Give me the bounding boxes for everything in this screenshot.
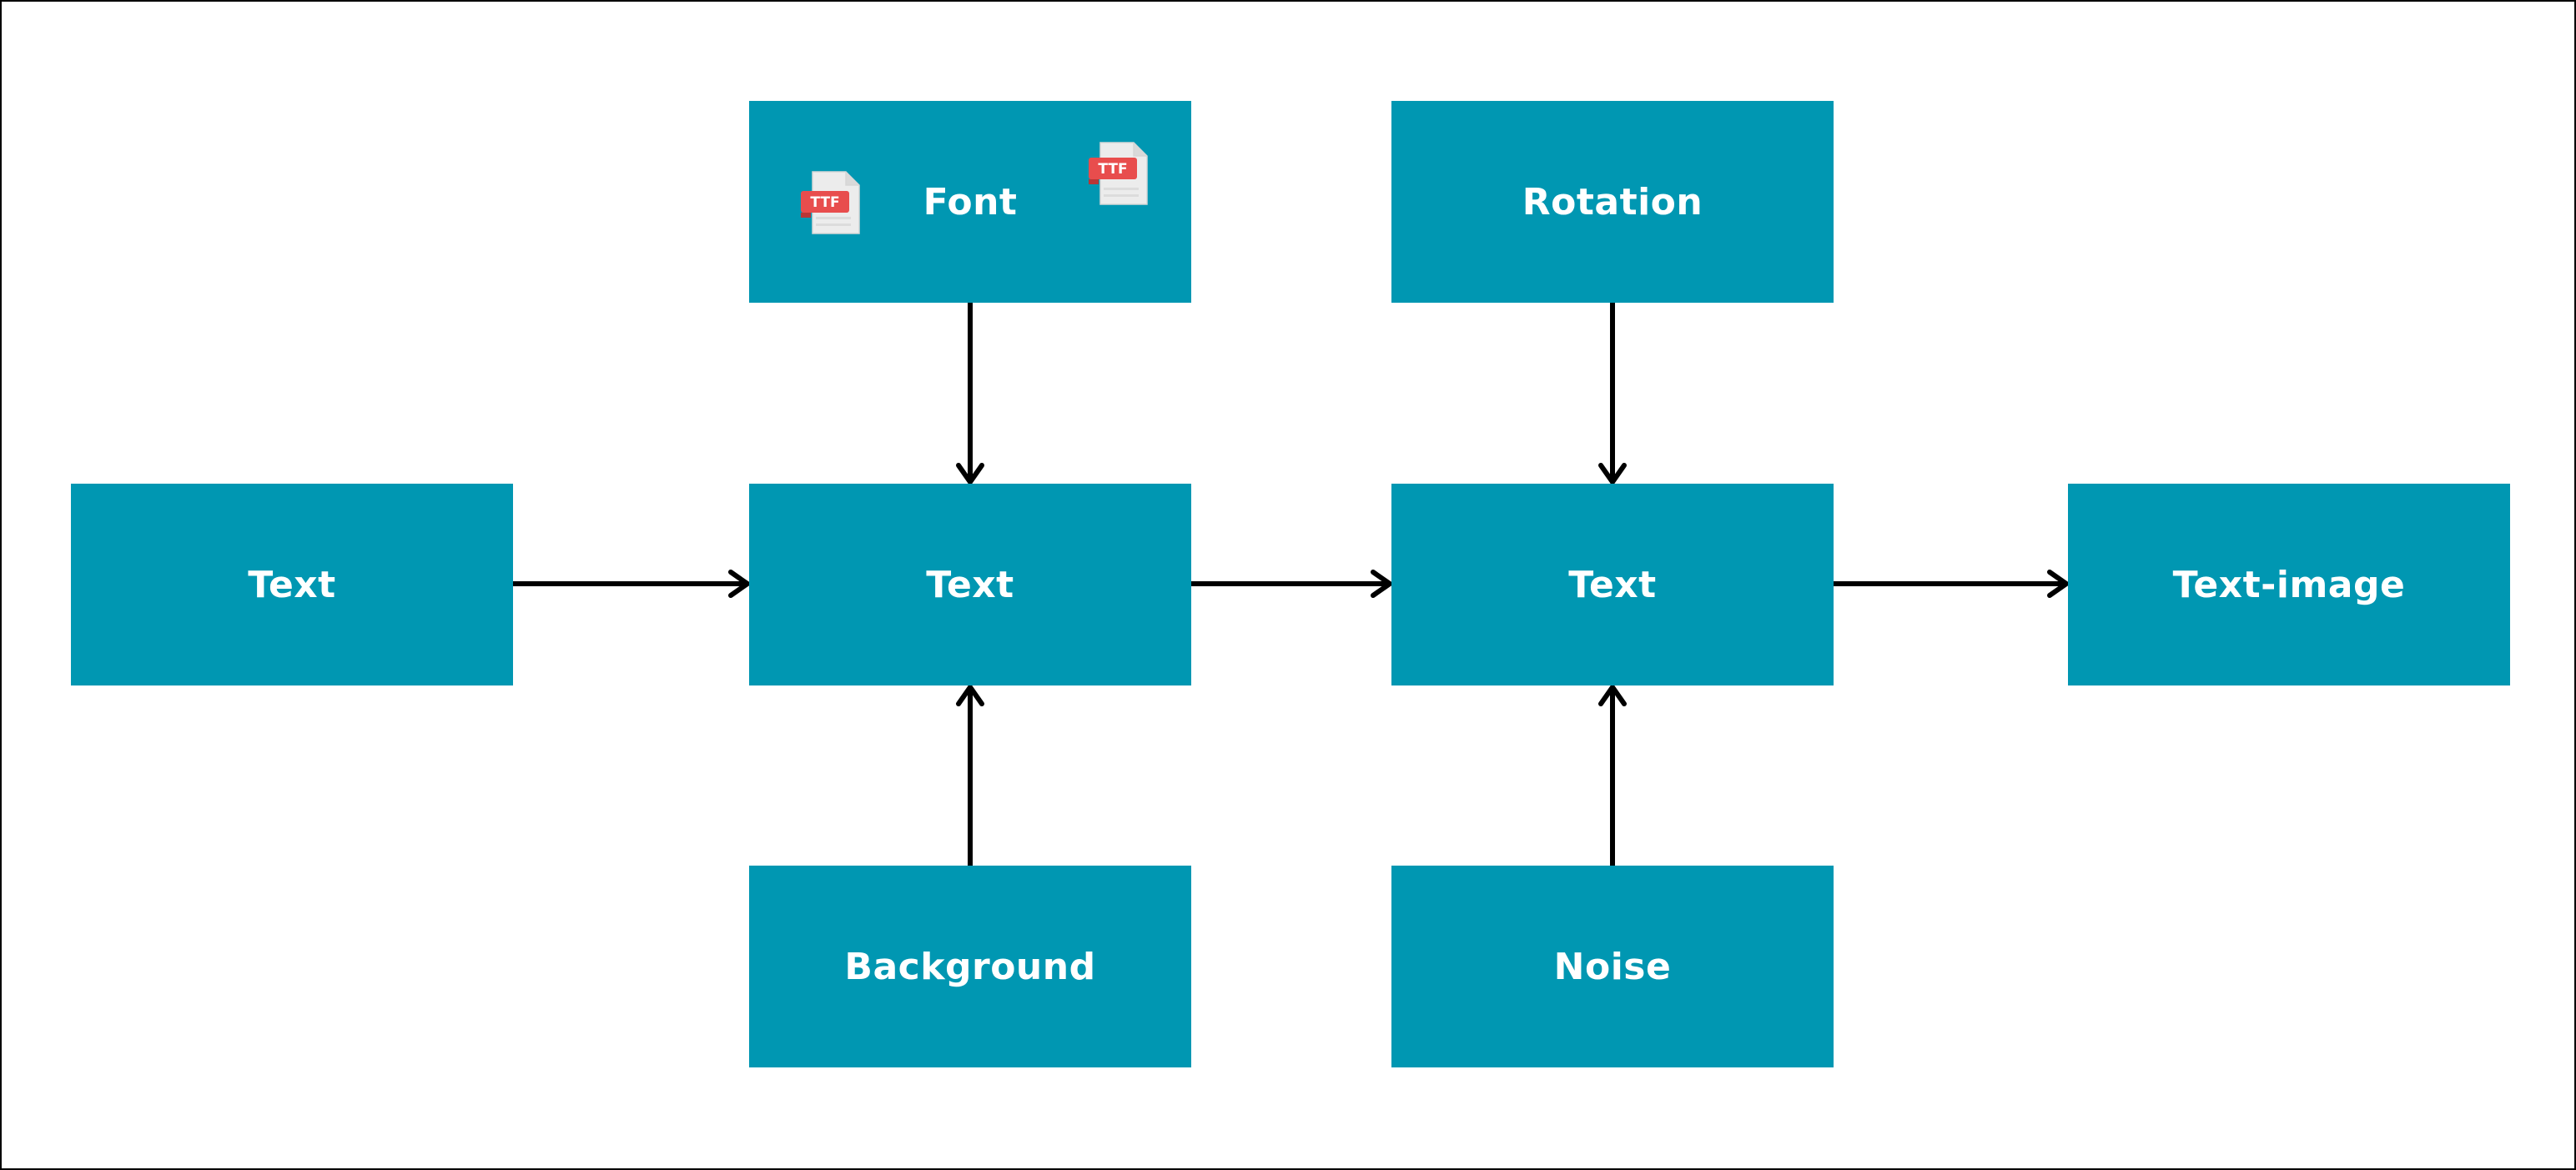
node-label: Text-image (2172, 563, 2406, 606)
node-text-image: Text-image (2068, 484, 2510, 685)
ttf-badge-text: TTF (1098, 161, 1127, 178)
ttf-file-icon: TTF (1089, 142, 1148, 205)
ttf-badge-text: TTF (810, 194, 839, 211)
node-text-rendered: Text (749, 484, 1191, 685)
node-background: Background (749, 866, 1191, 1067)
node-label: Background (844, 945, 1096, 988)
node-label: Text (926, 563, 1014, 606)
node-text-input: Text (71, 484, 513, 685)
ttf-file-icon: TTF (801, 171, 860, 234)
node-label: Text (1568, 563, 1657, 606)
node-text-augmented: Text (1391, 484, 1834, 685)
node-noise: Noise (1391, 866, 1834, 1067)
node-label: Font (923, 180, 1018, 223)
node-label: Text (248, 563, 336, 606)
node-label: Rotation (1522, 180, 1703, 223)
node-rotation: Rotation (1391, 101, 1834, 303)
node-label: Noise (1553, 945, 1672, 988)
